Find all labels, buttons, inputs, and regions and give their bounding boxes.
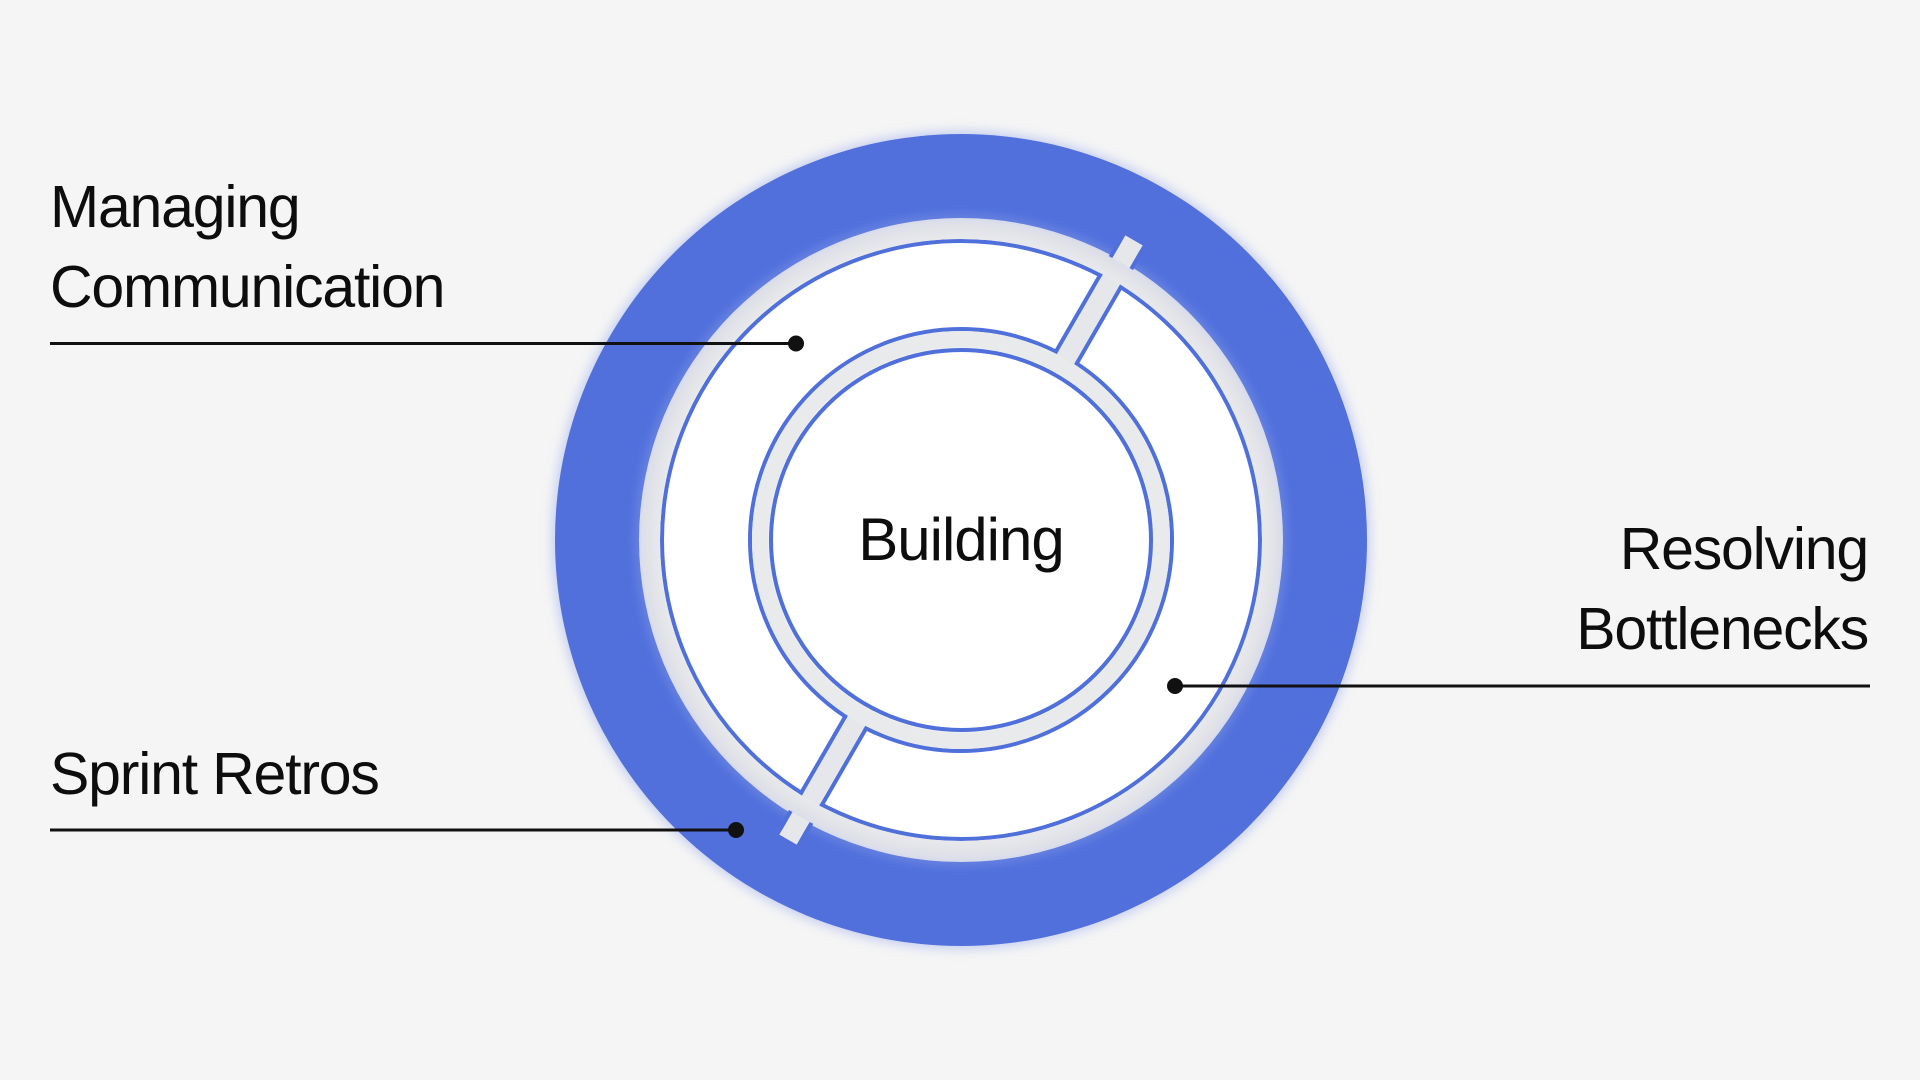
leader-resolving-bottlenecks [1167, 678, 1870, 694]
center-circle [769, 348, 1153, 732]
label-sprint-retros: Sprint Retros [50, 734, 380, 814]
label-line: Bottlenecks [1576, 596, 1869, 662]
leader-sprint-retros [50, 822, 744, 838]
segment-inner-border [748, 327, 1174, 753]
pointer-dot [788, 335, 804, 352]
label-managing-communication: Managing Communication [50, 167, 445, 327]
label-line: Communication [50, 254, 445, 320]
pointer-dot [1167, 678, 1183, 694]
label-line: Resolving [1619, 516, 1869, 582]
segment-outer-border [660, 239, 1262, 841]
label-resolving-bottlenecks: Resolving Bottlenecks [1576, 509, 1869, 669]
center-label: Building [858, 506, 1065, 573]
pointer-dot [728, 822, 744, 838]
label-line: Sprint Retros [50, 741, 380, 807]
leader-managing-communication [50, 335, 804, 352]
outer-segments-ring [662, 241, 1260, 839]
label-line: Managing [50, 174, 301, 240]
inner-gray-band [752, 331, 1170, 749]
